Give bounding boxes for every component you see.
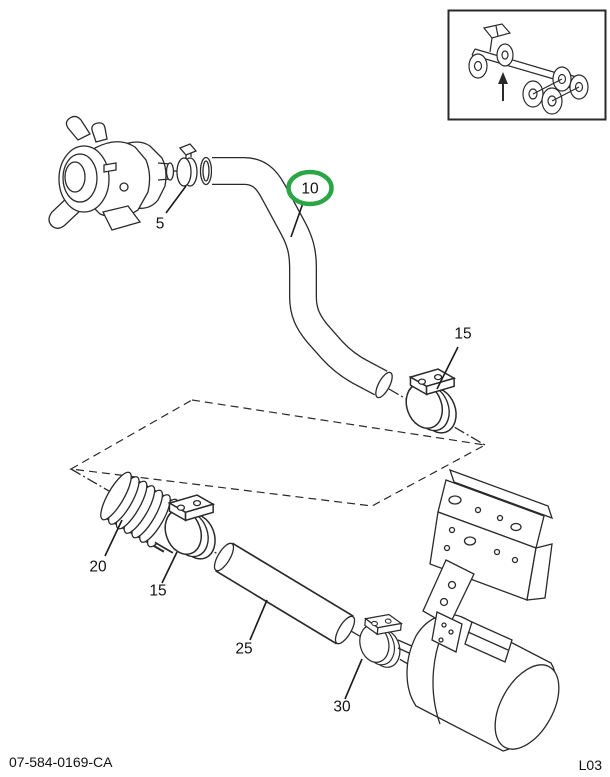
- bracket-arm: [422, 559, 475, 627]
- highlight-ellipse: [286, 169, 334, 207]
- callout-10-highlight[interactable]: 10: [286, 169, 334, 207]
- pipe-25: [213, 542, 356, 645]
- callout-5[interactable]: 5: [156, 216, 165, 233]
- frame-bracket: [422, 468, 554, 653]
- hose-end-bead-inner: [202, 160, 210, 182]
- callout-15-lower-leader: [161, 551, 178, 584]
- heater-canister: [397, 613, 560, 752]
- callout-25[interactable]: 25: [235, 641, 252, 658]
- callout-20-leader: [104, 519, 123, 557]
- callout-15-lower[interactable]: 15: [149, 583, 166, 600]
- up-arrow-icon: [498, 72, 508, 101]
- clamp-5: [176, 143, 198, 187]
- callout-5-leader: [165, 185, 187, 214]
- footer-page-code: L03: [579, 757, 603, 773]
- footer-doc-number: 07-584-0169-CA: [9, 754, 113, 770]
- water-pump: [48, 115, 175, 231]
- callout-30-leader: [344, 658, 363, 700]
- inset-locator: [447, 9, 607, 121]
- pipe-25-outlet-end: [334, 615, 356, 645]
- pipe-25-inlet-end: [213, 542, 235, 572]
- callout-30[interactable]: 30: [333, 699, 351, 716]
- callout-15-upper-leader: [436, 346, 459, 390]
- clamp-15-upper: [399, 368, 463, 439]
- reference-plane-outline: [69, 399, 487, 507]
- leader-lines: [104, 185, 459, 700]
- callout-10[interactable]: 10: [301, 181, 319, 198]
- callout-20[interactable]: 20: [89, 559, 107, 576]
- callout-15-upper[interactable]: 15: [454, 326, 471, 343]
- callout-25-leader: [249, 599, 268, 641]
- hose-10-opening: [375, 371, 393, 399]
- callout-10-leader: [290, 202, 304, 238]
- hose-10: [212, 157, 393, 399]
- truck-chassis-icon: [468, 23, 589, 115]
